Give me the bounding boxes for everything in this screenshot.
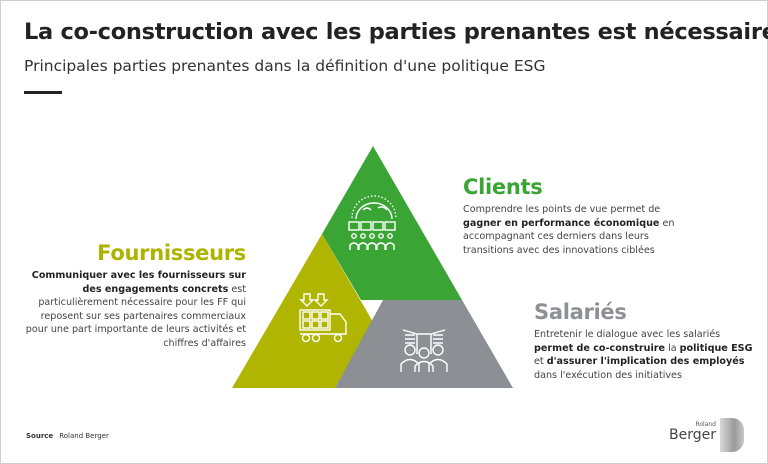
logo-b-mark — [720, 418, 744, 452]
clients-description: Comprendre les points de vue permet de g… — [463, 203, 683, 257]
body-text: Entretenir le dialogue avec les salariés — [534, 329, 721, 340]
clients-heading: Clients — [463, 175, 543, 199]
emphasis-text: d'assurer l'implication des employés — [546, 356, 745, 368]
title-underline — [24, 91, 62, 94]
fournisseurs-heading: Fournisseurs — [97, 241, 246, 265]
clients-block: Clients Comprendre les points de vue per… — [463, 174, 683, 257]
clients-segment — [322, 146, 462, 300]
salaries-block: Salariés Entretenir le dialogue avec les… — [534, 299, 754, 382]
emphasis-text: Communiquer avec les fournisseurs sur de… — [31, 270, 246, 295]
fournisseurs-block: Fournisseurs Communiquer avec les fourni… — [20, 240, 247, 351]
source-value: Roland Berger — [59, 432, 109, 440]
emphasis-text: permet de co-construire — [534, 342, 666, 354]
emphasis-text: politique ESG — [679, 342, 753, 354]
source-label: Source — [26, 432, 54, 440]
logo-line2: Berger — [669, 427, 716, 443]
employees-buildings-icon — [400, 329, 448, 372]
delivery-truck-icon — [299, 293, 347, 343]
page-subtitle: Principales parties prenantes dans la dé… — [24, 57, 546, 75]
salaries-segment — [335, 300, 513, 388]
body-text: en accompagnant ces derniers dans leurs … — [463, 217, 675, 256]
page-title: La co-construction avec les parties pren… — [24, 19, 768, 45]
salaries-description: Entretenir le dialogue avec les salariés… — [534, 328, 754, 382]
fournisseurs-description: Communiquer avec les fournisseurs sur de… — [20, 269, 246, 351]
fournisseurs-segment — [232, 234, 373, 388]
body-text: la — [665, 342, 680, 354]
roland-berger-logo: Roland Berger — [669, 418, 744, 452]
body-text: est particulièrement nécessaire pour les… — [25, 283, 246, 349]
body-text: Comprendre les points de vue permet de — [463, 204, 661, 215]
globe-people-chat-icon — [348, 195, 397, 250]
logo-line1: Roland — [695, 421, 716, 428]
source-note: Source Roland Berger — [26, 432, 109, 440]
emphasis-text: gagner en performance économique — [463, 217, 660, 229]
body-text: dans l'exécution des initiatives — [534, 369, 682, 381]
salaries-heading: Salariés — [534, 300, 627, 324]
body-text: et — [534, 356, 547, 368]
